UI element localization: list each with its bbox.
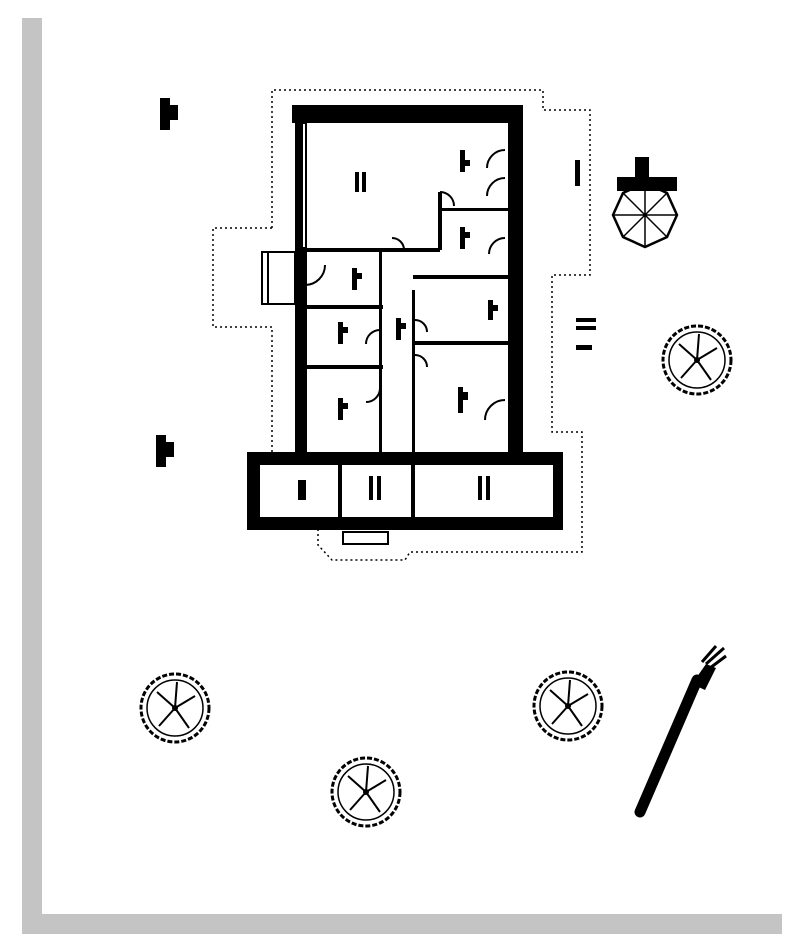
tree-icon (330, 756, 402, 828)
brush-icon (634, 645, 727, 818)
page-shadow-bottom (22, 914, 782, 934)
plot-boundary-left (212, 227, 273, 452)
plot-boundary (271, 89, 591, 561)
door-swings (304, 149, 506, 421)
tree-icon (611, 157, 679, 249)
north-arrow-icon (160, 98, 178, 130)
walls (247, 105, 563, 530)
tree-icon (532, 670, 604, 742)
tree-icon (661, 324, 733, 396)
room-markers (298, 150, 596, 500)
north-arrow-icon (156, 435, 174, 467)
page-shadow-left (22, 18, 42, 933)
tree-icon (139, 672, 211, 744)
window-bay (261, 122, 389, 545)
